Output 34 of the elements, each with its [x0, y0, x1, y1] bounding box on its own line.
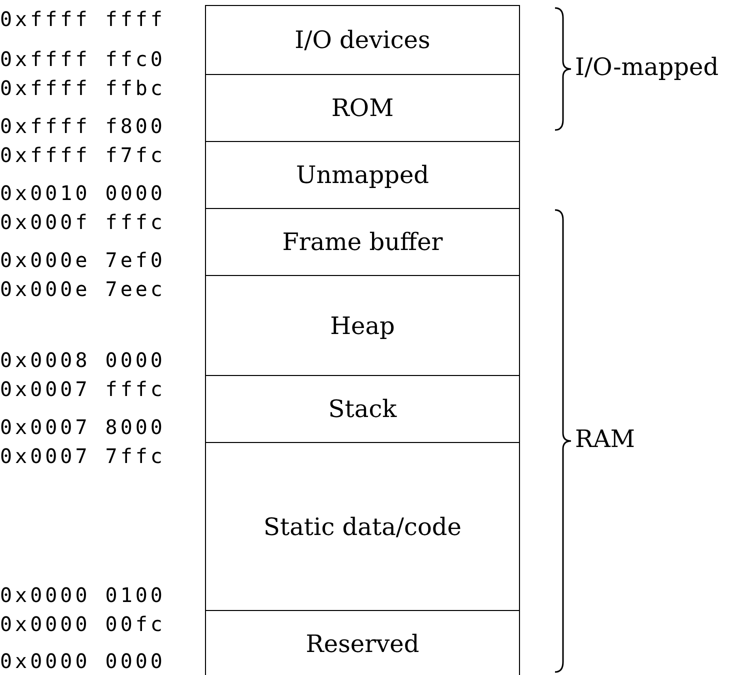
region-label: Static data/code: [264, 512, 462, 540]
range-label: RAM: [575, 425, 635, 453]
region-label: Reserved: [306, 630, 420, 658]
address-label: 0xffff f7fc: [0, 143, 166, 167]
memory-region: [205, 610, 520, 675]
memory-region: [205, 375, 520, 443]
address-label: 0x0007 7ffc: [0, 444, 166, 468]
address-label: 0x000f fffc: [0, 210, 166, 234]
address-label: 0xffff ffbc: [0, 76, 166, 100]
address-label: 0x0000 00fc: [0, 612, 166, 636]
range-label: I/O-mapped: [575, 53, 719, 81]
memory-region: [205, 442, 520, 611]
address-label: 0x0007 fffc: [0, 377, 166, 401]
address-label: 0xffff f800: [0, 114, 166, 138]
memory-region: [205, 141, 520, 209]
memory-region: [205, 5, 520, 75]
address-label: 0xffff ffff: [0, 7, 166, 31]
region-label: I/O devices: [294, 26, 430, 54]
memory-region: [205, 74, 520, 142]
address-label: 0xffff ffc0: [0, 47, 166, 71]
region-label: Frame buffer: [282, 228, 443, 256]
address-label: 0x000e 7eec: [0, 277, 166, 301]
address-label: 0x0010 0000: [0, 181, 166, 205]
address-label: 0x0000 0100: [0, 583, 166, 607]
region-label: Heap: [330, 312, 395, 340]
address-label: 0x0008 0000: [0, 348, 166, 372]
address-label: 0x000e 7ef0: [0, 248, 166, 272]
region-label: Unmapped: [296, 161, 430, 189]
address-label: 0x0007 8000: [0, 415, 166, 439]
region-label: Stack: [328, 395, 397, 423]
address-label: 0x0000 0000: [0, 649, 166, 673]
memory-region: [205, 208, 520, 276]
region-label: ROM: [331, 94, 394, 122]
memory-region: [205, 275, 520, 376]
